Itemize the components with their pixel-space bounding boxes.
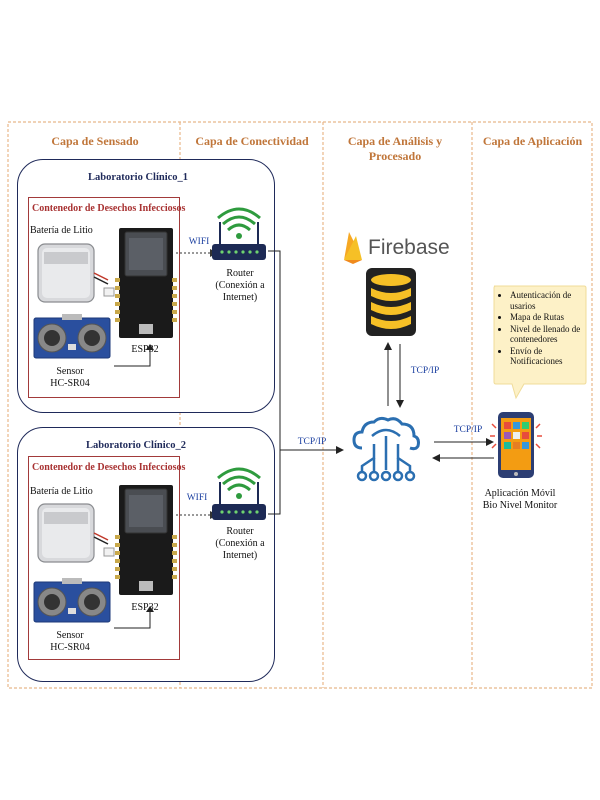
lab1-sensor-arrow [114, 344, 154, 367]
lab2-ultrasonic-sensor-icon [33, 578, 111, 623]
lab2-battery-icon [37, 503, 115, 563]
app-feature-item: Envío de Notificaciones [510, 346, 590, 367]
firebase-cloud-protocol-label: TCP/IP [410, 366, 440, 376]
lab2-router-label-line3: Internet) [222, 550, 258, 561]
app-features-callout [493, 285, 587, 400]
app-feature-item: Nivel de llenado de contenedores [510, 324, 590, 345]
lab2-title: Laboratorio Clínico_2 [86, 440, 187, 451]
lab2-esp32-board-icon [115, 485, 177, 595]
lab1-ultrasonic-sensor-icon [33, 314, 111, 359]
lab2-esp32-label: ESP32 [131, 602, 159, 613]
firebase-cloud-arrows [384, 342, 404, 408]
lab2-router-label-line2: (Conexión a [215, 538, 265, 549]
mobile-app-label-line2: Bio Nivel Monitor [482, 500, 558, 511]
database-icon [366, 268, 416, 336]
mobile-app-label: Aplicación Móvil Bio Nivel Monitor [470, 488, 570, 512]
lab1-router-label-line3: Internet) [222, 292, 258, 303]
app-features-list: Autenticación de usarios Mapa de Rutas N… [496, 290, 590, 368]
lab1-container-title: Contenedor de Desechos Infecciosos [32, 203, 186, 214]
lab1-title: Laboratorio Clínico_1 [88, 172, 189, 183]
lab1-battery-label: Batería de Litio [30, 225, 93, 236]
layer-title-analysis: Capa de Análisis y Procesado [347, 134, 443, 163]
layer-title-connectivity: Capa de Conectividad [195, 134, 309, 148]
mobile-app-phone-icon [490, 412, 542, 478]
app-feature-item: Autenticación de usarios [510, 290, 590, 311]
lab1-router-label: Router (Conexión a Internet) [205, 268, 275, 304]
lab2-router-icon [212, 467, 266, 520]
lab2-router-label: Router (Conexión a Internet) [205, 526, 275, 562]
lab2-sensor-label-line2: HC-SR04 [50, 642, 90, 653]
lab1-sensor-label-line2: HC-SR04 [50, 378, 90, 389]
lab2-wifi-label: WIFI [186, 493, 208, 503]
app-feature-item: Mapa de Rutas [510, 312, 590, 323]
lab1-esp32-label: ESP32 [131, 344, 159, 355]
lab1-sensor-label: Sensor HC-SR04 [30, 366, 110, 390]
lab2-battery-label: Batería de Litio [30, 486, 93, 497]
layer-title-application: Capa de Aplicación [482, 134, 583, 148]
mobile-app-label-line1: Aplicación Móvil [484, 488, 556, 499]
cloud-app-protocol-label: TCP/IP [453, 425, 483, 435]
lab2-router-label-line1: Router [226, 526, 254, 537]
lab1-sensor-label-line1: Sensor [56, 366, 84, 377]
lab1-esp32-board-icon [115, 228, 177, 338]
layer-title-sensing: Capa de Sensado [51, 134, 139, 148]
firebase-label: Firebase [368, 236, 450, 259]
lab2-sensor-arrow [114, 606, 154, 629]
lab1-router-label-line1: Router [226, 268, 254, 279]
lab2-sensor-label: Sensor HC-SR04 [30, 630, 110, 654]
cloud-app-arrows [432, 438, 494, 462]
lab1-wifi-label: WIFI [188, 237, 210, 247]
lab2-container-title: Contenedor de Desechos Infecciosos [32, 462, 186, 473]
lab1-battery-icon [37, 243, 115, 303]
lab1-router-icon [212, 207, 266, 260]
lab1-router-label-line2: (Conexión a [215, 280, 265, 291]
lab2-sensor-label-line1: Sensor [56, 630, 84, 641]
cloud-network-icon [352, 416, 420, 482]
firebase-logo-icon [344, 232, 362, 264]
router-cloud-protocol-label: TCP/IP [297, 437, 327, 447]
